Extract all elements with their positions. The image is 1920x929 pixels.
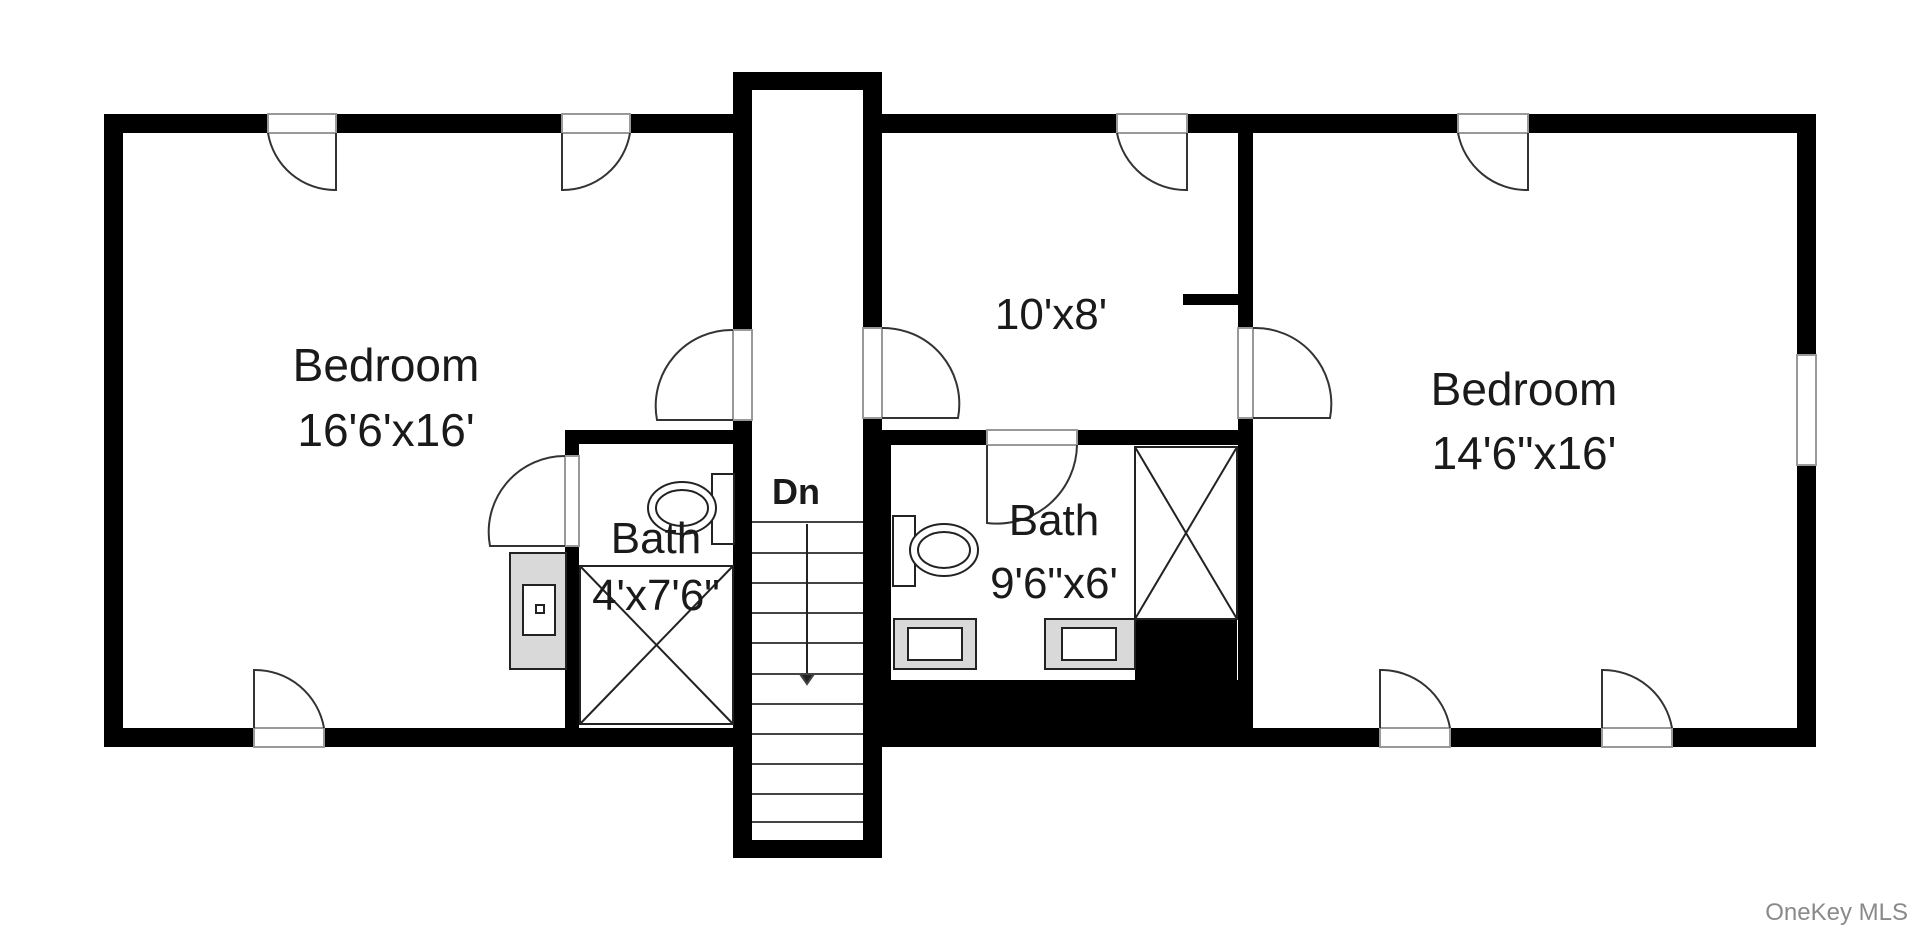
- room-name-bedroom-right: Bedroom: [1431, 363, 1618, 415]
- stair-arrow-head: [798, 673, 816, 686]
- window-left-top-1: [267, 113, 337, 134]
- window-right-top: [1457, 113, 1529, 134]
- wall-left-outer: [104, 114, 123, 747]
- door-swing: [1379, 668, 1451, 729]
- sink-icon: [907, 627, 963, 661]
- window-mid-top: [1116, 113, 1188, 134]
- sink-icon: [1061, 627, 1117, 661]
- window-left-top-2: [561, 113, 631, 134]
- stairs-label: Dn: [772, 471, 820, 512]
- shower-x: [1134, 446, 1238, 620]
- shower-x: [579, 565, 734, 725]
- watermark: OneKey MLS: [1765, 899, 1908, 926]
- toilet-seat: [655, 489, 709, 527]
- door-swing: [267, 132, 337, 192]
- room-name-bath-large: Bath: [1009, 496, 1100, 545]
- wall-left-bottom: [104, 728, 744, 747]
- room-size-bath-large: 9'6"x6': [990, 559, 1118, 608]
- door-swing: [654, 328, 734, 421]
- window-right-bottom-2: [1601, 727, 1673, 748]
- wall-bath-left: [876, 430, 891, 730]
- window-right-side: [1796, 354, 1817, 466]
- door-swing: [1457, 132, 1529, 192]
- room-name-bedroom-left: Bedroom: [293, 339, 480, 391]
- labels: Bedroom 16'6'x16' 10'x8' Bedroom 14'6"x1…: [293, 290, 1908, 926]
- door-swing: [1116, 132, 1188, 192]
- door-swing: [986, 444, 1078, 525]
- staircase: [752, 521, 863, 823]
- openings: [253, 113, 1817, 748]
- door-swing: [487, 454, 566, 547]
- wall-small-bath-top: [565, 430, 740, 444]
- wall-stair-left: [733, 72, 752, 858]
- wall-right-top: [870, 114, 1816, 133]
- door-gap-large-bath: [986, 429, 1078, 446]
- door-gap-stair-left: [732, 329, 753, 421]
- room-size-bedroom-right: 14'6"x16': [1432, 427, 1617, 479]
- door-swing: [253, 668, 325, 729]
- window-left-bottom: [253, 727, 325, 748]
- window-right-bottom-1: [1379, 727, 1451, 748]
- wall-right-bottom: [882, 728, 1816, 747]
- door-gap-partition: [1237, 327, 1254, 419]
- room-size-middle: 10'x8': [995, 290, 1107, 339]
- door-swing: [561, 132, 631, 192]
- fixtures: [509, 446, 1238, 725]
- drain-icon: [535, 604, 545, 614]
- wall-stair-bottom: [733, 840, 882, 858]
- door-swing: [881, 326, 961, 419]
- shower-base-dark: [1135, 620, 1237, 682]
- door-swing: [1601, 668, 1673, 729]
- door-swing: [1252, 326, 1333, 419]
- room-name-bath-small: Bath: [611, 514, 702, 563]
- door-swings: [253, 132, 1673, 729]
- door-gap-stair-right: [862, 327, 883, 419]
- wall-left-top: [104, 114, 744, 133]
- room-size-bath-small: 4'x7'6": [592, 571, 720, 620]
- wall-stair-top: [733, 72, 882, 90]
- door-gap-small-bath: [564, 455, 580, 547]
- room-size-bedroom-left: 16'6'x16': [297, 404, 474, 456]
- toilet-seat: [917, 531, 971, 569]
- vanity-band: [884, 680, 1242, 730]
- wall-stub: [1183, 294, 1243, 305]
